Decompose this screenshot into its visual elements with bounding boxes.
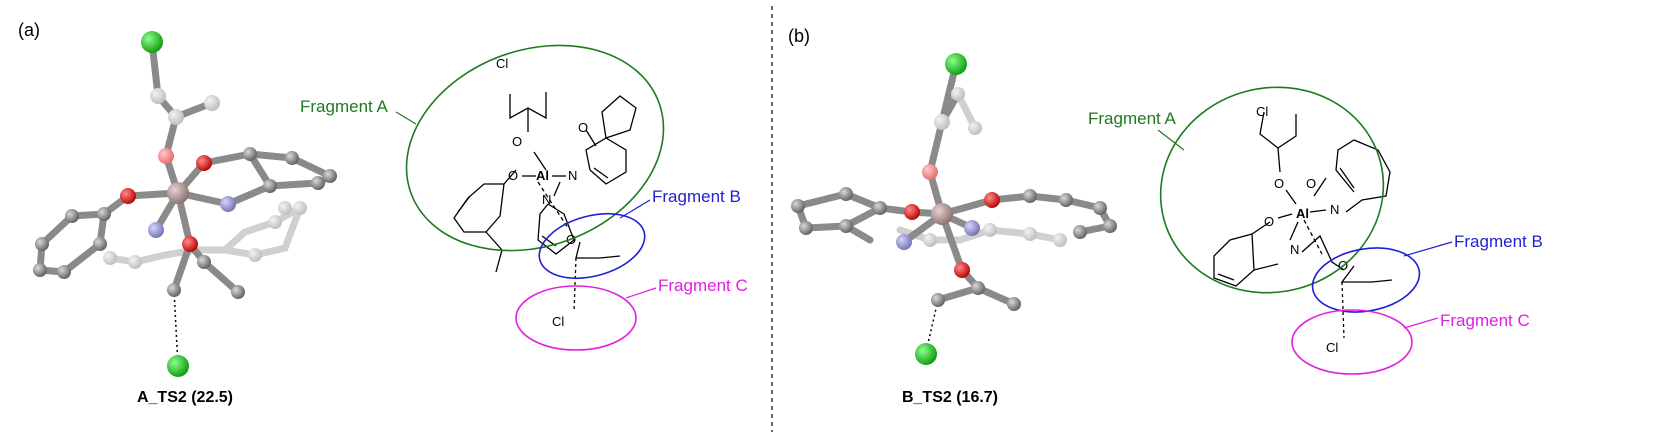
- fragment-b-ellipse: [1311, 247, 1421, 313]
- fragment-a-label: Fragment A: [300, 97, 389, 116]
- fragment-b-leader: [619, 199, 651, 219]
- carbon-atom: [197, 255, 211, 269]
- atom-label-o: O: [578, 120, 588, 135]
- carbon-atom: [285, 151, 299, 165]
- atom-label-o: O: [1264, 214, 1274, 229]
- oxygen-atom: [196, 155, 212, 171]
- oxygen-atom: [120, 188, 136, 204]
- carbon-atom: [263, 179, 277, 193]
- oxygen-atom: [954, 262, 970, 278]
- atom-label-n: N: [1330, 202, 1339, 217]
- oxygen-atom: [922, 164, 938, 180]
- fragment-b-label: Fragment B: [652, 187, 741, 206]
- carbon-atom: [150, 88, 166, 104]
- atom-label-o: O: [1274, 176, 1284, 191]
- carbon-atom: [167, 283, 181, 297]
- carbon-atom: [1023, 189, 1037, 203]
- oxygen-atom: [158, 148, 174, 164]
- molecule-model-a: [33, 31, 337, 377]
- chlorine-atom: [167, 355, 189, 377]
- structure-diagram-b: [1213, 111, 1391, 287]
- nitrogen-atom: [964, 220, 980, 236]
- atom-label-o: O: [512, 134, 522, 149]
- fragment-c-ellipse: [515, 285, 637, 351]
- fragment-a-ellipse: [1159, 86, 1385, 294]
- fragment-c-label: Fragment C: [658, 276, 748, 295]
- carbon-atom: [35, 237, 49, 251]
- carbon-atom: [971, 281, 985, 295]
- panel-b: (b): [788, 26, 1543, 406]
- panel-a-label: (a): [18, 20, 40, 40]
- carbon-atom: [57, 265, 71, 279]
- atom-label-o: O: [508, 168, 518, 183]
- carbon-atom: [231, 285, 245, 299]
- epoxide-a: [573, 241, 621, 313]
- panel-b-label: (b): [788, 26, 810, 46]
- atom-label-cl: Cl: [552, 314, 564, 329]
- carbon-atom: [311, 176, 325, 190]
- carbon-atom: [93, 237, 107, 251]
- epoxide-b: [1340, 265, 1393, 339]
- forming-bond-a: [173, 289, 179, 367]
- oxygen-atom: [984, 192, 1000, 208]
- fragment-b-label: Fragment B: [1454, 232, 1543, 251]
- atom-label-n: N: [542, 192, 551, 207]
- carbon-atom: [791, 199, 805, 213]
- aluminum-atom: [167, 182, 189, 204]
- carbon-atom: [323, 169, 337, 183]
- carbon-atom: [839, 187, 853, 201]
- panel-a: (a): [18, 20, 748, 406]
- atom-label-n: N: [568, 168, 577, 183]
- aluminum-atom: [931, 203, 953, 225]
- atom-label-al: Al: [1296, 206, 1309, 221]
- carbon-atom: [1007, 297, 1021, 311]
- carbon-atom: [204, 95, 220, 111]
- oxygen-atom: [182, 236, 198, 252]
- carbon-atom: [1059, 193, 1073, 207]
- carbon-atom: [65, 209, 79, 223]
- carbon-atom: [33, 263, 47, 277]
- nitrogen-atom: [896, 234, 912, 250]
- carbon-atom: [873, 201, 887, 215]
- fragment-c-leader: [625, 287, 657, 299]
- molecule-model-b: [791, 53, 1117, 365]
- chlorine-atom: [915, 343, 937, 365]
- model-a-caption: A_TS2 (22.5): [137, 389, 233, 406]
- atom-label-cl: Cl: [1256, 104, 1268, 119]
- carbon-atom: [1103, 219, 1117, 233]
- atom-label-cl: Cl: [1326, 340, 1338, 355]
- fragment-c-ellipse: [1291, 309, 1413, 375]
- carbon-atom: [799, 221, 813, 235]
- fragment-c-leader: [1403, 317, 1439, 329]
- forming-bond-b: [925, 299, 939, 353]
- atom-label-n: N: [1290, 242, 1299, 257]
- fragment-b-ellipse: [538, 213, 646, 279]
- fragment-a-leader: [1157, 129, 1185, 151]
- carbon-atom: [931, 293, 945, 307]
- nitrogen-atom: [148, 222, 164, 238]
- atom-label-cl: Cl: [496, 56, 508, 71]
- atom-label-al: Al: [536, 168, 549, 183]
- carbon-atom: [1073, 225, 1087, 239]
- carbon-atom: [97, 207, 111, 221]
- fragment-a-ellipse: [405, 44, 665, 252]
- oxygen-atom: [904, 204, 920, 220]
- carbon-atom: [243, 147, 257, 161]
- carbon-atom: [839, 219, 853, 233]
- chlorine-atom: [141, 31, 163, 53]
- carbon-atom: [168, 109, 184, 125]
- carbon-atom: [1093, 201, 1107, 215]
- carbon-atom: [934, 114, 950, 130]
- chlorine-atom: [945, 53, 967, 75]
- fragment-c-label: Fragment C: [1440, 311, 1530, 330]
- fragment-a-leader: [395, 111, 417, 125]
- fragment-b-leader: [1403, 241, 1453, 257]
- model-b-caption: B_TS2 (16.7): [902, 389, 998, 406]
- nitrogen-atom: [220, 196, 236, 212]
- fragment-a-label: Fragment A: [1088, 109, 1177, 128]
- atom-label-o: O: [1306, 176, 1316, 191]
